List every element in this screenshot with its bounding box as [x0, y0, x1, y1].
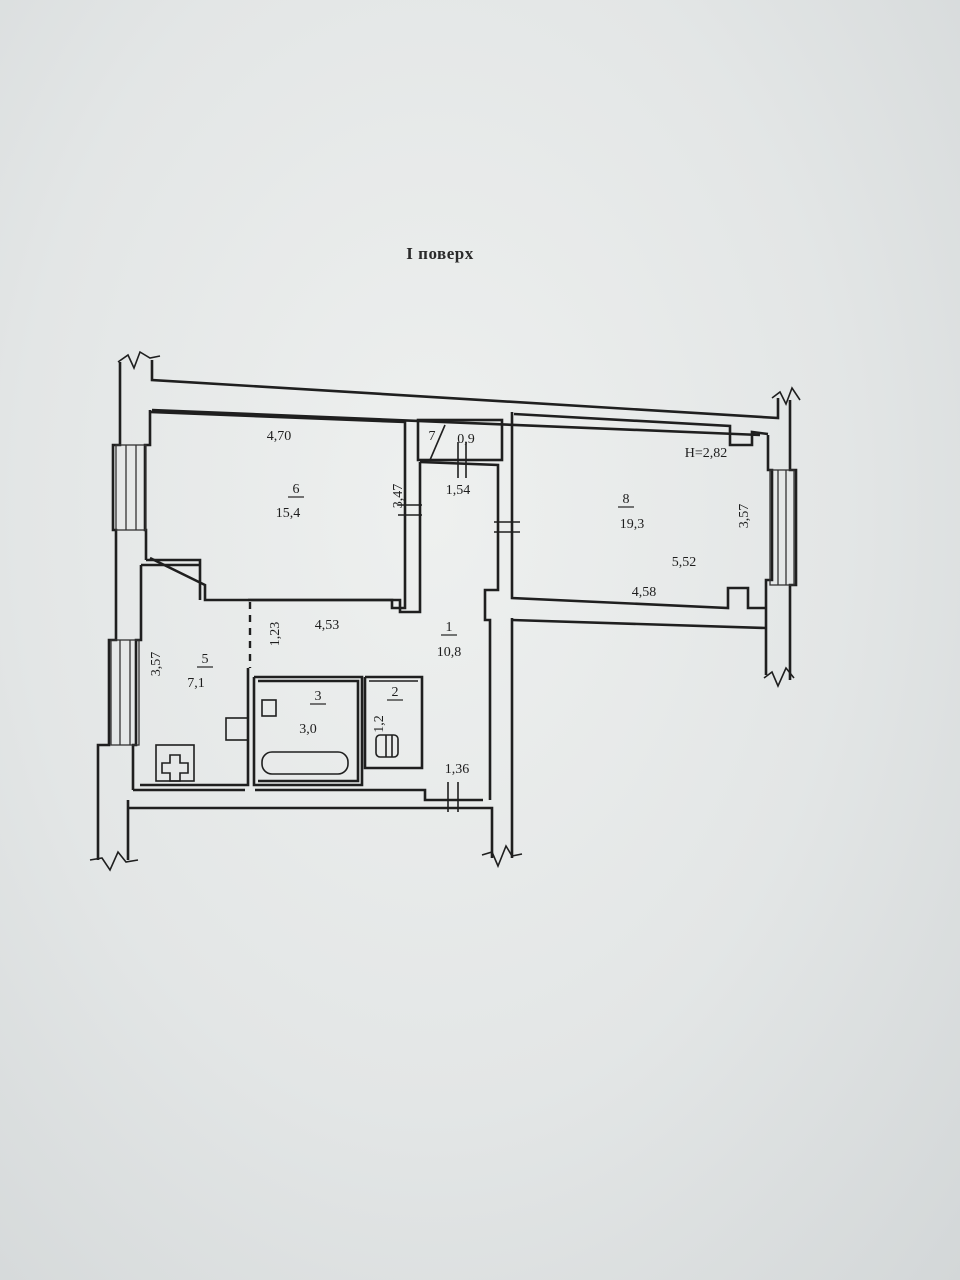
dim-room1-width: 1,36: [445, 762, 470, 777]
room-3-area: 3,0: [299, 722, 317, 737]
room-7-number: 7: [429, 429, 436, 444]
dim-room8-depth-right: 3,57: [737, 504, 752, 529]
room-5-area: 7,1: [187, 676, 205, 691]
room-6-area: 15,4: [276, 506, 301, 521]
outer-walls: [89, 350, 801, 872]
room-6-walls: [146, 410, 422, 614]
dim-room6-depth: 3,47: [391, 484, 406, 509]
dim-room6-width: 4,70: [267, 429, 292, 444]
room-1-number: 1: [446, 620, 453, 635]
dim-corridor-length: 4,53: [315, 618, 340, 633]
bath-wc-walls: [252, 675, 424, 787]
ceiling-height: H=2,82: [685, 446, 728, 461]
room-8-area: 19,3: [620, 517, 645, 532]
room-7-walls: [416, 418, 504, 478]
room-5-walls: [140, 563, 250, 787]
dim-corridor-depth: 1,23: [268, 622, 283, 647]
room-5-number: 5: [202, 652, 209, 667]
room-labels: 6 15,4 7 0,9 8 19,3 1 10,8 5 7,1 3 3,0 2…: [187, 429, 644, 737]
room-1-area: 10,8: [437, 645, 462, 660]
windows: [110, 444, 795, 746]
dim-room5-depth: 3,57: [149, 652, 164, 677]
room-3-number: 3: [315, 689, 322, 704]
room-7-area: 0,9: [457, 432, 475, 447]
dimensions: 4,70 3,47 1,54 H=2,82 3,57 5,52 4,58 4,5…: [149, 429, 752, 777]
dim-room7-width: 1,54: [446, 483, 471, 498]
room-2-number: 2: [392, 685, 399, 700]
room-6-number: 6: [293, 482, 300, 497]
room-1-walls: [248, 460, 520, 858]
room-8-number: 8: [623, 492, 630, 507]
room-2-area: 1,2: [372, 715, 387, 733]
room-8-walls: [510, 412, 769, 630]
floor-title: I поверх: [406, 244, 474, 263]
dim-room8-width: 4,58: [632, 585, 657, 600]
dim-room8-diagonal: 5,52: [672, 555, 697, 570]
